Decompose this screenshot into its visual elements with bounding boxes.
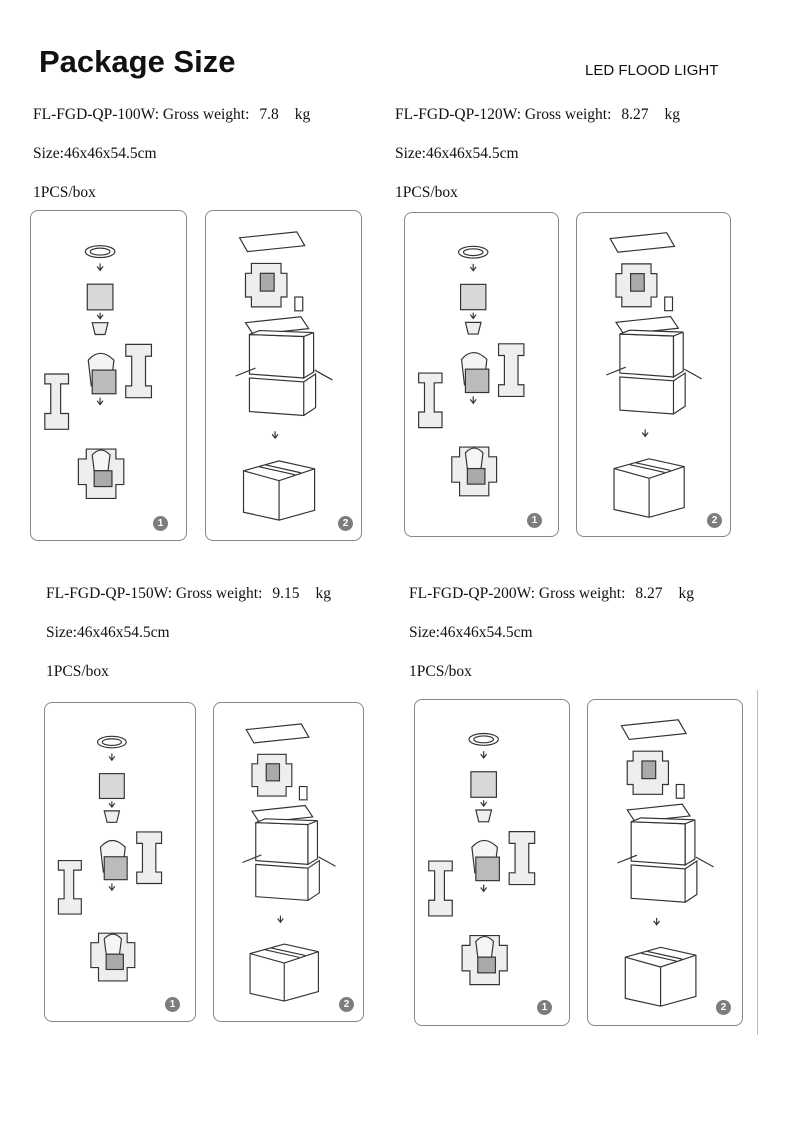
box-packing-illustration (242, 723, 336, 1002)
item-0-size: Size:46x46x54.5cm (33, 145, 157, 162)
item-3-qty: 1PCS/box (409, 663, 472, 680)
page-title: Package Size (39, 44, 236, 79)
item-0-weight-line: FL-FGD-QP-100W: Gross weight: 7.8 kg (33, 106, 310, 124)
light-assembly-illustration (418, 245, 525, 497)
step-number-badge: 2 (707, 513, 722, 528)
model-label: FL-FGD-QP-100W: Gross weight: (33, 106, 250, 123)
item-0-step1-diagram: 1 (30, 210, 187, 541)
weight-value: 9.15 (272, 585, 300, 602)
item-1-step2-diagram: 2 (576, 212, 731, 537)
step-number-badge: 1 (165, 997, 180, 1012)
weight-value: 7.8 (259, 106, 279, 123)
light-assembly-illustration (57, 735, 163, 982)
item-2-step1-diagram: 1 (44, 702, 196, 1022)
item-3-step1-diagram: 1 (414, 699, 570, 1026)
item-2-qty: 1PCS/box (46, 663, 109, 680)
model-label: FL-FGD-QP-120W: Gross weight: (395, 106, 612, 123)
item-2-size: Size:46x46x54.5cm (46, 624, 170, 641)
item-3-size: Size:46x46x54.5cm (409, 624, 533, 641)
weight-unit: kg (294, 106, 311, 123)
model-label: FL-FGD-QP-150W: Gross weight: (46, 585, 263, 602)
box-packing-illustration (606, 232, 703, 518)
box-packing-illustration (617, 719, 714, 1007)
step-number-badge: 1 (537, 1000, 552, 1015)
step-number-badge: 2 (339, 997, 354, 1012)
model-label: FL-FGD-QP-200W: Gross weight: (409, 585, 626, 602)
step-number-badge: 2 (716, 1000, 731, 1015)
product-category: LED FLOOD LIGHT (585, 62, 719, 79)
item-1-size: Size:46x46x54.5cm (395, 145, 519, 162)
item-2-weight-line: FL-FGD-QP-150W: Gross weight: 9.15 kg (46, 585, 331, 603)
weight-value: 8.27 (621, 106, 649, 123)
item-3-weight-line: FL-FGD-QP-200W: Gross weight: 8.27 kg (409, 585, 694, 603)
item-0-step2-diagram: 2 (205, 210, 362, 541)
item-0-qty: 1PCS/box (33, 184, 96, 201)
light-assembly-illustration (428, 732, 536, 986)
step-number-badge: 1 (153, 516, 168, 531)
step-number-badge: 2 (338, 516, 353, 531)
item-1-weight-line: FL-FGD-QP-120W: Gross weight: 8.27 kg (395, 106, 680, 124)
item-3-step2-diagram: 2 (587, 699, 743, 1026)
weight-unit: kg (678, 585, 695, 602)
weight-unit: kg (315, 585, 332, 602)
step-number-badge: 1 (527, 513, 542, 528)
item-2-step2-diagram: 2 (213, 702, 364, 1022)
weight-unit: kg (664, 106, 681, 123)
light-assembly-illustration (44, 245, 153, 500)
item-1-step1-diagram: 1 (404, 212, 559, 537)
box-packing-illustration (235, 231, 333, 521)
item-1-qty: 1PCS/box (395, 184, 458, 201)
page-edge-divider (757, 690, 758, 1035)
weight-value: 8.27 (635, 585, 663, 602)
